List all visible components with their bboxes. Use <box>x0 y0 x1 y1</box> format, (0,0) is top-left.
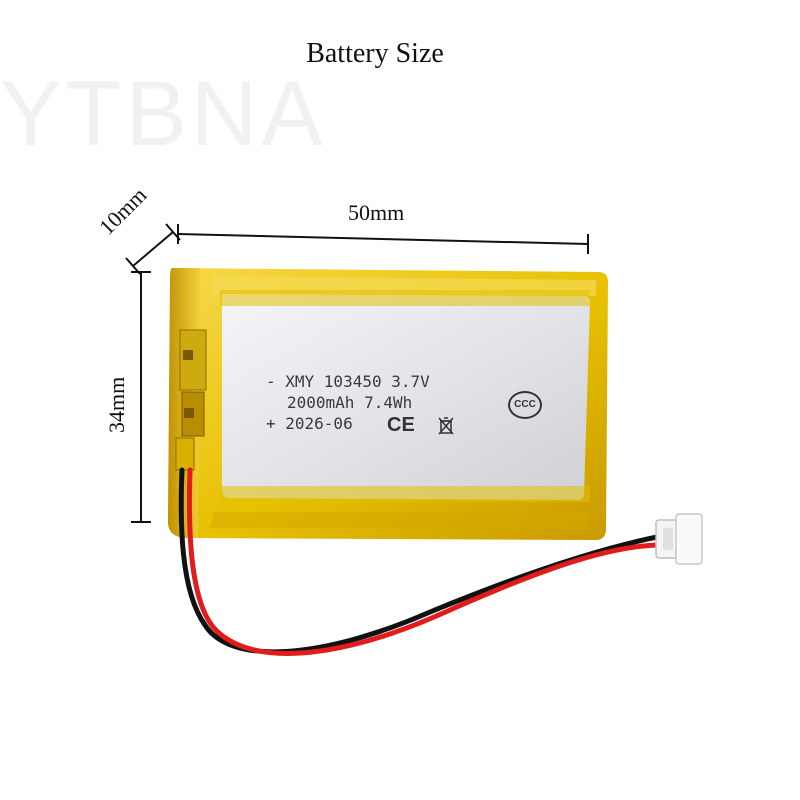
battery-label-panel <box>220 290 590 502</box>
battery-capacity-text: 2000mAh 7.4Wh <box>287 393 413 412</box>
thickness-dimension-line <box>125 223 181 275</box>
dimension-width-label: 50mm <box>348 200 405 225</box>
battery-model-text: - XMY 103450 3.7V <box>266 372 430 391</box>
width-dimension-line <box>177 224 589 254</box>
ccc-certification-icon: CCC <box>508 391 542 419</box>
watermark-text: YTBNA <box>0 63 327 165</box>
ce-mark-icon: CE <box>387 414 415 436</box>
dimension-height-label: 34mm <box>104 376 129 433</box>
battery-date-text: + 2026-06 <box>266 414 353 433</box>
crossed-bin-icon <box>438 417 454 435</box>
image-title: Battery Size <box>306 38 444 69</box>
height-dimension-line <box>131 271 151 523</box>
terminal-tabs <box>175 329 207 471</box>
wire-connector <box>655 513 703 565</box>
battery-wires <box>178 467 665 656</box>
